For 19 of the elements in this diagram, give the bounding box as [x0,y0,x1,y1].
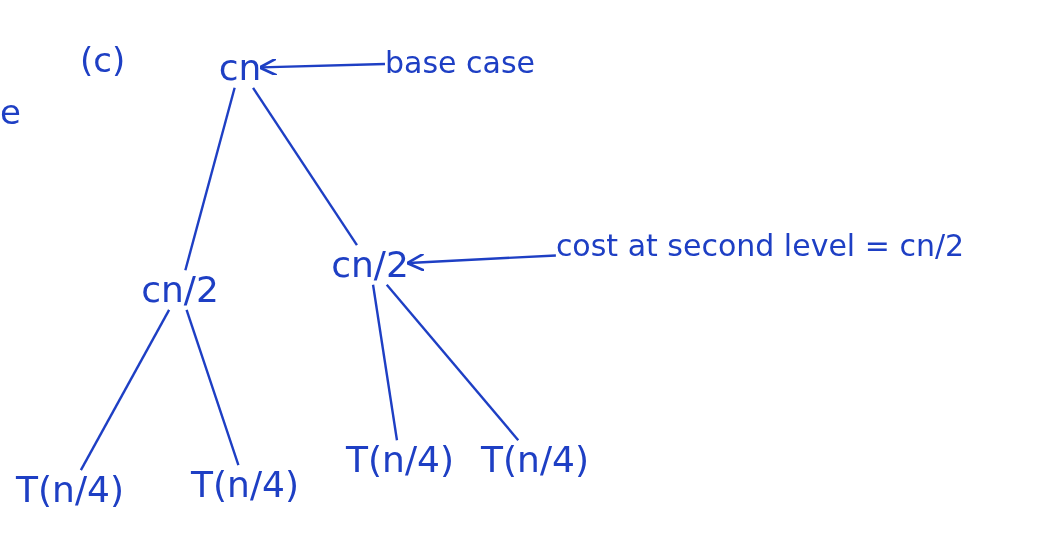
tree-branch-line [184,87,236,271]
tree-node-text: T(n/4) [191,465,299,505]
tree-branch-line [252,87,358,246]
tree-node-text: T(n/4) [16,470,124,510]
tree-node-text: cn [218,48,262,88]
arrow [258,57,385,77]
tree-branch-line [185,309,240,466]
tree-branch-line [385,284,520,441]
note-text: e [0,92,21,132]
tree-node-text: cn/2 [141,270,219,310]
tree-node-text: cn/2 [331,245,409,285]
arrow [405,252,556,272]
tree-node-text: T(n/4) [481,440,589,480]
annotation-text: cost at second level = cn/2 [555,228,965,262]
tree-node-text: T(n/4) [346,440,454,480]
annotation-text: base case [385,45,535,79]
tree-branch-line [79,309,171,471]
tree-branch-line [371,284,399,441]
note-text: (c) [80,40,126,80]
